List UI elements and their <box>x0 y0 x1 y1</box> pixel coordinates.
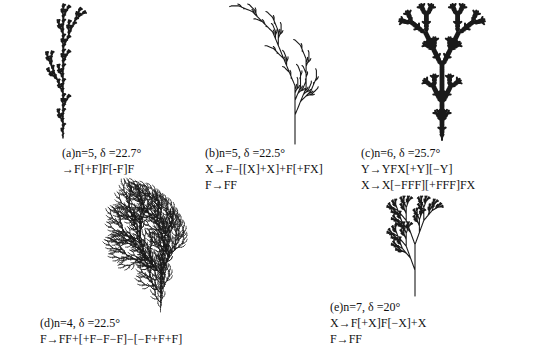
caption-text: F→FF <box>330 332 362 347</box>
caption-text: →F[+F]F[-F]F <box>62 162 134 177</box>
caption-text: (e)n=7, δ =20° <box>330 300 400 315</box>
caption-text: X→X[−FFF][+FFF]FX <box>361 178 475 193</box>
caption-text: F→FF <box>205 178 237 193</box>
l-system-plant <box>103 178 187 312</box>
caption-text: (a)n=5, δ =22.7° <box>62 146 141 161</box>
caption-text: F→FF+[+F−F−F]−[−F+F+F] <box>40 332 182 347</box>
l-system-plant <box>399 4 485 140</box>
l-system-plant <box>46 4 87 138</box>
caption-text: (c)n=6, δ =25.7° <box>361 146 440 161</box>
l-system-plant <box>387 196 443 296</box>
caption-text: X→F−[[X]+X]+F[+FX] <box>205 162 323 177</box>
caption-text: Y→YFX[+Y][−Y] <box>361 162 453 177</box>
caption-text: X→F[+X]F[−X]+X <box>330 316 426 331</box>
l-system-plant <box>230 4 319 144</box>
caption-text: (d)n=4, δ =22.5° <box>40 316 120 331</box>
caption-text: (b)n=5, δ =22.5° <box>205 146 285 161</box>
